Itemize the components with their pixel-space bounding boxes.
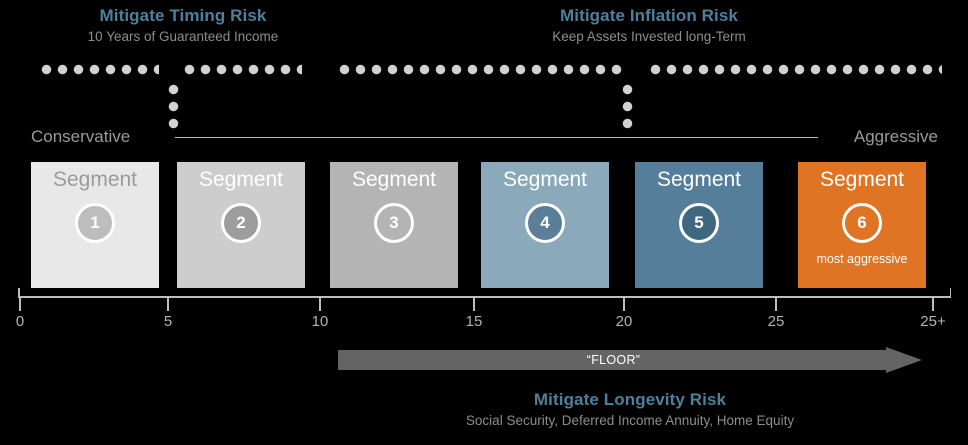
- axis-tick: [775, 298, 777, 311]
- segment-title: Segment: [198, 168, 284, 191]
- segment-title: Segment: [351, 168, 437, 191]
- axis-tick-label: 20: [615, 313, 633, 330]
- segment-title: Segment: [656, 168, 742, 191]
- segment-number-badge: 1: [75, 203, 115, 243]
- floor-arrow-head-icon: [886, 347, 922, 373]
- floor-arrow: “FLOOR”: [338, 347, 922, 373]
- spectrum-label-conservative: Conservative: [31, 127, 131, 146]
- segment-box-4[interactable]: Segment 4: [481, 162, 609, 288]
- segment-box-3[interactable]: Segment 3: [330, 162, 458, 288]
- floor-arrow-label: “FLOOR”: [586, 353, 641, 367]
- segment-number-badge: 3: [374, 203, 414, 243]
- dotted-connector-right: [622, 84, 633, 134]
- segment-number-badge: 2: [221, 203, 261, 243]
- axis-tick-label: 5: [163, 313, 173, 330]
- axis-end-cap-left: [18, 288, 20, 297]
- segment-title: Segment: [52, 168, 138, 191]
- axis-tick: [167, 298, 169, 311]
- callout-inflation-subtitle: Keep Assets Invested long-Term: [552, 28, 746, 44]
- axis-tick: [319, 298, 321, 311]
- callout-inflation-title: Mitigate Inflation Risk: [560, 6, 738, 25]
- segment-number-badge: 4: [525, 203, 565, 243]
- dotted-rail-segment-d: [650, 64, 942, 75]
- floor-arrow-shaft: [338, 350, 889, 370]
- dotted-rail-segment-c: [339, 64, 623, 75]
- axis-tick-label: 15: [465, 313, 483, 330]
- axis-end-cap-right: [949, 288, 951, 297]
- axis-tick: [623, 298, 625, 311]
- segment-box-2[interactable]: Segment 2: [177, 162, 305, 288]
- segment-box-5[interactable]: Segment 5: [635, 162, 763, 288]
- segment-box-1[interactable]: Segment 1: [31, 162, 159, 288]
- segment-box-6[interactable]: Segment 6 most aggressive: [798, 162, 926, 288]
- axis-tick-label: 25+: [920, 313, 946, 330]
- axis-tick-label: 10: [311, 313, 329, 330]
- spectrum-line: [175, 137, 818, 138]
- segment-box-group: Segment 1 Segment 2 Segment 3 Segment 4 Segment 5…: [0, 162, 968, 290]
- dotted-connector-left: [168, 84, 179, 134]
- segment-title: Segment: [502, 168, 588, 191]
- axis-tick-label: 25: [767, 313, 785, 330]
- axis-tick: [19, 298, 21, 311]
- axis-tick-label: 0: [15, 313, 25, 330]
- axis-tick: [473, 298, 475, 311]
- spectrum-label-aggressive: Aggressive: [853, 127, 938, 146]
- callout-timing-subtitle: 10 Years of Guaranteed Income: [87, 28, 279, 44]
- callout-longevity-subtitle: Social Security, Deferred Income Annuity…: [465, 412, 795, 428]
- dotted-rail-segment-a: [41, 64, 159, 75]
- axis-tick: [932, 298, 934, 311]
- segment-note: most aggressive: [816, 252, 908, 266]
- timeline-axis: [18, 296, 951, 298]
- callout-longevity-title: Mitigate Longevity Risk: [533, 390, 727, 409]
- segment-number-badge: 6: [842, 203, 882, 243]
- dotted-rail-segment-b: [184, 64, 302, 75]
- callout-timing-risk: Mitigate Timing Risk 10 Years of Guarant…: [0, 6, 366, 44]
- callout-timing-title: Mitigate Timing Risk: [99, 6, 267, 25]
- segment-title: Segment: [819, 168, 905, 191]
- callout-inflation-risk: Mitigate Inflation Risk Keep Assets Inve…: [466, 6, 832, 44]
- callout-longevity-risk: Mitigate Longevity Risk Social Security,…: [338, 390, 922, 428]
- segment-number-badge: 5: [679, 203, 719, 243]
